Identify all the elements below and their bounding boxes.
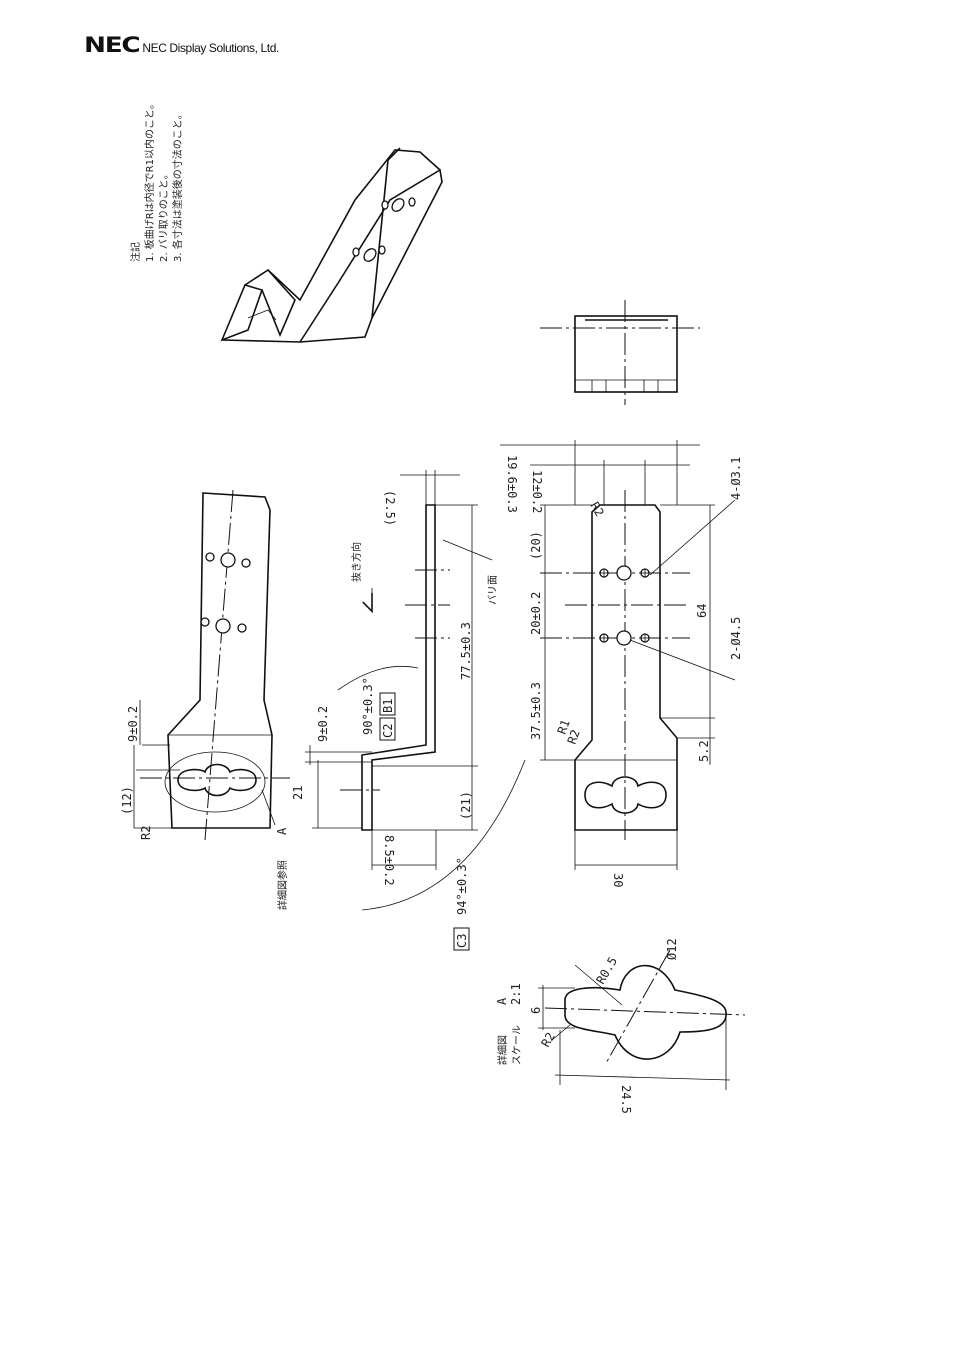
plan-dim-11: 2-Ø4.5 — [729, 617, 743, 660]
detail-dim-3: 6 — [529, 1007, 543, 1014]
detail-letter: A — [495, 997, 509, 1005]
plan-dim-2: 12±0.2 — [530, 470, 544, 513]
detail-dim-4: R2 — [538, 1030, 557, 1050]
plan-dim-7: R1 — [555, 718, 573, 736]
plan-dim-8: R2 — [565, 728, 583, 746]
side-dim-9: 21 — [291, 786, 305, 800]
detail-dim-2: Ø12 — [665, 938, 679, 960]
side-dim-6: C2 — [381, 724, 395, 738]
front-detail-letter: A — [275, 827, 289, 835]
detail-a-view: 詳細図 A スケール 2:1 R0.5 Ø12 6 R2 24.5 — [495, 938, 746, 1114]
side-dim-2: 抜き方向 — [350, 542, 363, 582]
side-view: (2.5) 抜き方向 バリ面 77.5±0.3 90°±0.3° C2 B1 9… — [291, 470, 526, 951]
side-dim-12: 94°±0.3° — [455, 857, 469, 915]
front-view: 9±0.2 (12) R2 詳細図参照 A — [120, 489, 290, 910]
front-detail-ref: 詳細図参照 — [276, 860, 289, 910]
plan-dim-6: 37.5±0.3 — [529, 682, 543, 740]
detail-scale: 2:1 — [509, 983, 523, 1005]
plan-view: 19.6±0.3 12±0.2 R2 (20) 20±0.2 37.5±0.3 … — [500, 440, 743, 887]
note-1: 1. 板曲げRは内径でR1以内のこと。 — [143, 99, 156, 262]
side-dim-10: (21) — [459, 791, 473, 820]
plan-dim-10: 4-Ø3.1 — [729, 457, 743, 500]
front-dim-2: (12) — [120, 786, 134, 815]
isometric-view — [220, 147, 443, 343]
plan-dim-13: 30 — [611, 873, 625, 887]
plan-dim-4: (20) — [529, 531, 543, 560]
notes-block: 注記 1. 板曲げRは内径でR1以内のこと。 2. バリ取りのこと。 3. 各寸… — [129, 99, 184, 262]
plan-dim-3: R2 — [587, 500, 606, 520]
side-dim-13: C3 — [455, 934, 469, 948]
plan-dim-5: 20±0.2 — [529, 592, 543, 635]
plan-dim-9: 64 — [695, 604, 709, 618]
side-dim-5: 90°±0.3° — [361, 677, 375, 735]
side-dim-11: 8.5±0.2 — [382, 835, 396, 886]
company-logo: NEC NEC Display Solutions, Ltd. — [84, 33, 279, 57]
detail-title: 詳細図 — [496, 1035, 509, 1065]
side-dim-3: バリ面 — [487, 575, 499, 605]
detail-dim-5: 24.5 — [619, 1085, 633, 1114]
note-2: 2. バリ取りのこと。 — [158, 169, 170, 262]
plan-dim-1: 19.6±0.3 — [505, 455, 519, 513]
nec-logo-mark: NEC — [84, 33, 141, 57]
front-dim-1: 9±0.2 — [126, 706, 140, 742]
company-name: NEC Display Solutions, Ltd. — [142, 41, 279, 55]
side-dim-1: (2.5) — [383, 490, 397, 526]
notes-title: 注記 — [129, 242, 142, 262]
detail-dim-1: R0.5 — [593, 954, 620, 986]
detail-scale-label: スケール — [511, 1025, 523, 1065]
side-dim-4: 77.5±0.3 — [459, 622, 473, 680]
front-dim-3: R2 — [139, 826, 153, 840]
plan-dim-12: 5.2 — [697, 740, 711, 762]
side-dim-7: B1 — [381, 699, 395, 713]
side-dim-8: 9±0.2 — [316, 706, 330, 742]
note-3: 3. 各寸法は塗装後の寸法のこと。 — [171, 109, 184, 262]
top-view — [540, 300, 700, 405]
